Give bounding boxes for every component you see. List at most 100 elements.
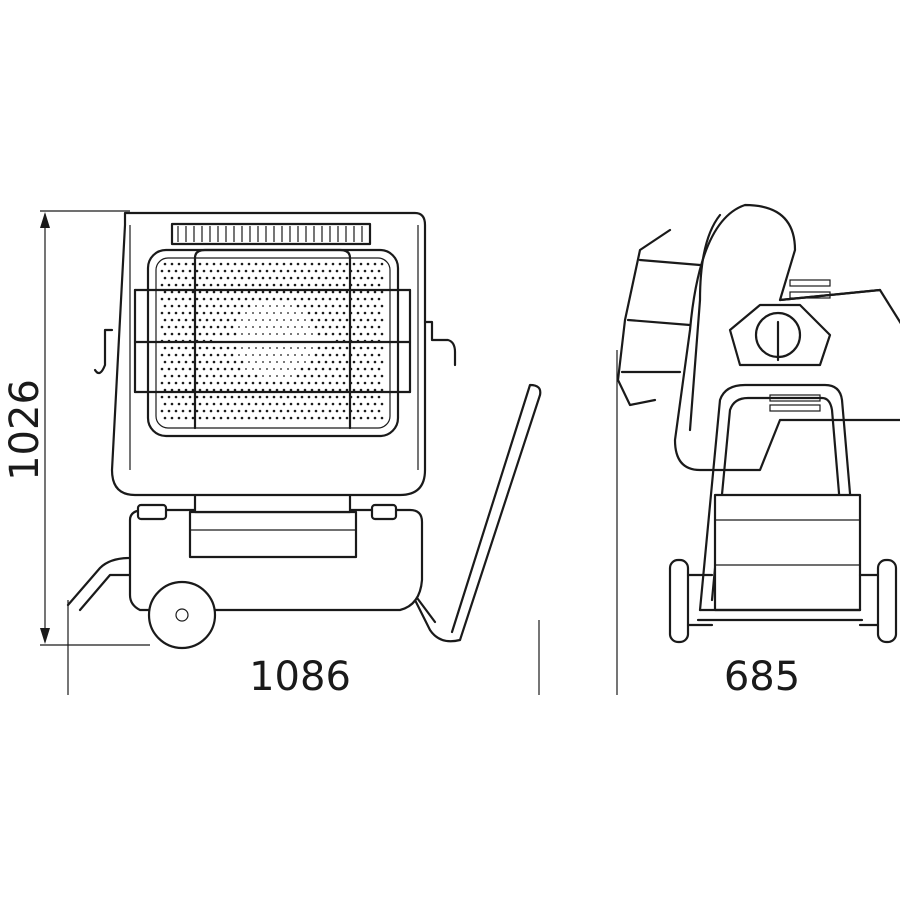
burner-dot xyxy=(352,388,356,392)
burner-dot xyxy=(290,347,292,349)
burner-dot xyxy=(373,332,377,336)
burner-dot xyxy=(370,409,374,413)
burner-dot xyxy=(328,367,332,371)
burner-dot xyxy=(286,297,290,301)
burner-dot xyxy=(219,360,223,364)
burner-dot xyxy=(359,402,363,406)
burner-dot xyxy=(237,311,241,315)
burner-dot xyxy=(240,374,244,378)
burner-dot xyxy=(324,332,328,336)
burner-dot xyxy=(170,304,174,308)
burner-dot xyxy=(331,290,335,294)
burner-dot xyxy=(380,402,384,406)
burner-dot xyxy=(233,346,237,350)
burner-dot xyxy=(380,290,384,294)
burner-dot xyxy=(338,332,342,336)
burner-dot xyxy=(195,409,199,413)
burner-dot xyxy=(370,297,374,301)
burner-dot xyxy=(335,325,339,329)
burner-dot xyxy=(345,262,349,266)
burner-dot xyxy=(202,409,206,413)
burner-dot xyxy=(304,319,306,321)
burner-dot xyxy=(202,395,206,399)
burner-dot xyxy=(296,304,300,308)
burner-dot xyxy=(324,360,328,364)
burner-dot xyxy=(363,269,367,273)
burner-dot xyxy=(317,388,321,392)
burner-dot xyxy=(294,368,296,370)
burner-dot xyxy=(163,290,167,294)
burner-dot xyxy=(324,416,328,420)
burner-dot xyxy=(259,354,261,356)
burner-dot xyxy=(212,262,216,266)
burner-dot xyxy=(258,395,262,399)
burner-dot xyxy=(328,283,332,287)
burner-dot xyxy=(167,409,171,413)
burner-dot xyxy=(380,374,384,378)
burner-dot xyxy=(297,319,299,321)
burner-dot xyxy=(233,262,237,266)
burner-dot xyxy=(226,416,230,420)
burner-dot xyxy=(279,283,283,287)
burner-dot xyxy=(352,290,356,294)
burner-dot xyxy=(366,290,370,294)
burner-dot xyxy=(177,262,181,266)
burner-dot xyxy=(261,388,265,392)
burner-dot xyxy=(268,402,272,406)
burner-dot xyxy=(252,368,254,370)
burner-dot xyxy=(289,388,293,392)
left-hook xyxy=(93,328,114,375)
burner-dot xyxy=(282,262,286,266)
burner-dot xyxy=(314,269,318,273)
burner-dot xyxy=(373,318,377,322)
burner-dot xyxy=(359,290,363,294)
side-view xyxy=(616,203,900,644)
burner-dot xyxy=(370,395,374,399)
burner-dot xyxy=(321,367,325,371)
burner-dot xyxy=(289,262,293,266)
burner-dot xyxy=(174,395,178,399)
burner-dot xyxy=(181,367,185,371)
burner-dot xyxy=(370,269,374,273)
burner-dot xyxy=(216,381,220,385)
burner-dot xyxy=(294,326,296,328)
burner-dot xyxy=(163,262,167,266)
width-dimension-label: 1086 xyxy=(249,654,351,700)
side-tank xyxy=(713,493,862,612)
burner-dot xyxy=(373,346,377,350)
burner-dot xyxy=(205,360,209,364)
burner-dot xyxy=(310,416,314,420)
burner-dot xyxy=(266,312,268,314)
burner-dot xyxy=(255,305,257,307)
burner-dot xyxy=(209,297,213,301)
burner-dot xyxy=(293,297,297,301)
burner-dot xyxy=(198,360,202,364)
burner-dot xyxy=(191,374,195,378)
burner-dot xyxy=(356,381,360,385)
burner-dot xyxy=(282,388,286,392)
burner-dot xyxy=(230,395,234,399)
burner-dot xyxy=(345,388,349,392)
burner-dot xyxy=(184,374,188,378)
burner-dot xyxy=(167,297,171,301)
burner-dot xyxy=(307,409,311,413)
burner-dot xyxy=(314,311,318,315)
burner-dot xyxy=(241,347,243,349)
burner-dot xyxy=(356,353,360,357)
burner-dot xyxy=(303,304,307,308)
burner-dot xyxy=(338,360,342,364)
burner-dot xyxy=(167,269,171,273)
burner-dot xyxy=(240,262,244,266)
burner-dot xyxy=(170,262,174,266)
burner-dot xyxy=(321,297,325,301)
burner-dot xyxy=(373,304,377,308)
burner-dot xyxy=(177,290,181,294)
burner-dot xyxy=(216,325,220,329)
burner-dot xyxy=(324,262,328,266)
burner-dot xyxy=(205,290,209,294)
burner-dot xyxy=(324,402,328,406)
burner-dot xyxy=(265,381,269,385)
burner-dot xyxy=(184,360,188,364)
burner-dot xyxy=(280,368,282,370)
